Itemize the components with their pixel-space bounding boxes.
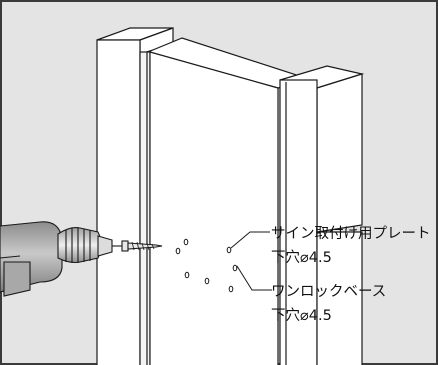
screw-icon [121,240,163,252]
sign-plate-hole-label: 下穴⌀4.5 [271,249,332,266]
pilot-hole-icon [175,247,181,255]
sign-plate-leader [230,231,270,249]
right-post [279,65,365,365]
pilot-holes [175,238,238,293]
leader-lines [230,231,272,291]
sign-plate-label: サイン取付け用プレート [271,225,431,242]
drill-icon [0,221,122,297]
pilot-hole-icon [228,285,234,293]
pilot-hole-icon [183,238,189,246]
one-lock-base-hole-label: 下穴⌀4.5 [271,307,332,324]
pilot-hole-icon [204,277,210,285]
pilot-hole-icon [226,246,232,254]
one-lock-base-leader [236,265,272,291]
left-post [96,27,174,365]
one-lock-base-label: ワンロックベース [271,283,386,300]
pilot-hole-icon [232,264,238,272]
pilot-hole-icon [184,271,190,279]
